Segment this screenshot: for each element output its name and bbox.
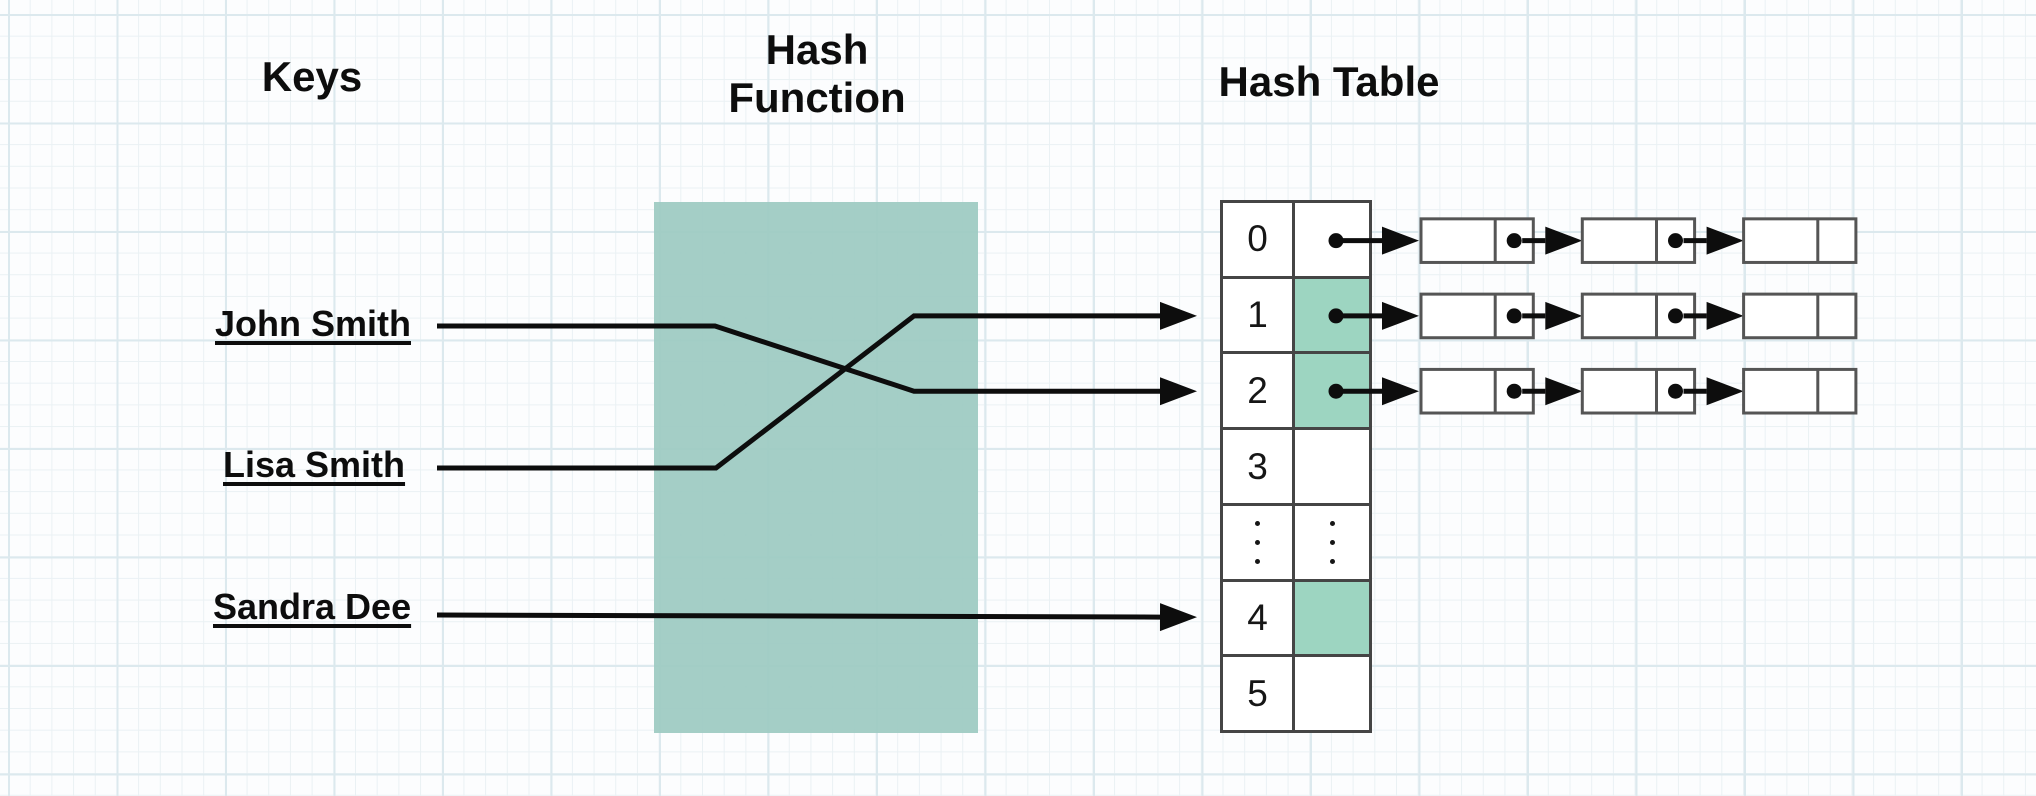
key-label: Lisa Smith: [223, 444, 406, 485]
keys-heading: Keys: [261, 53, 363, 100]
bucket-pointer-cell: [1295, 506, 1369, 579]
connector-lisa-smith: [437, 301, 1197, 471]
hash-function-heading: Hash Function: [728, 26, 905, 122]
vertical-ellipsis: [1329, 520, 1335, 564]
node-pointer-dot: [1506, 308, 1522, 324]
bucket-index: 5: [1223, 657, 1295, 731]
bucket-pointer-dot: [1328, 233, 1344, 249]
bucket-row: 1: [1223, 275, 1369, 352]
chain-bucket-2: [1328, 367, 1858, 415]
bucket-index: 1: [1223, 278, 1295, 352]
hash-function-heading-line2: Function: [728, 74, 906, 121]
list-node: [1742, 367, 1858, 415]
bucket-pointer-cell-highlighted: [1295, 581, 1369, 655]
list-node: [1742, 217, 1858, 264]
bucket-index-ellipsis: [1223, 505, 1295, 579]
bucket-row: 5: [1223, 654, 1369, 731]
bucket-index: 0: [1223, 203, 1295, 276]
key-label: Sandra Dee: [213, 586, 412, 627]
bucket-row: 0: [1223, 203, 1369, 276]
list-node: [1742, 292, 1858, 340]
bucket-pointer-dot: [1328, 308, 1344, 324]
node-pointer-dot: [1506, 383, 1522, 399]
hash-function-heading-line1: Hash: [765, 26, 869, 73]
node-pointer-dot: [1668, 383, 1683, 399]
bucket-index: 3: [1223, 430, 1295, 503]
bucket-pointer-dot: [1328, 383, 1344, 399]
connector-sandra-dee: [436, 603, 1197, 632]
chain-bucket-0: [1328, 217, 1858, 264]
bucket-row: [1223, 502, 1369, 579]
bucket-index: 4: [1223, 581, 1295, 655]
connector-john-smith: [437, 323, 1197, 406]
bucket-index: 2: [1223, 354, 1295, 428]
node-pointer-dot: [1506, 233, 1522, 249]
node-pointer-dot: [1668, 233, 1683, 249]
bucket-row: 3: [1223, 427, 1369, 503]
bucket-row: 4: [1223, 578, 1369, 655]
vertical-ellipsis: [1255, 520, 1260, 564]
node-pointer-dot: [1668, 308, 1683, 324]
chain-bucket-1: [1328, 292, 1858, 340]
hash-table-heading: Hash Table: [1218, 58, 1440, 105]
key-label: John Smith: [215, 303, 411, 344]
